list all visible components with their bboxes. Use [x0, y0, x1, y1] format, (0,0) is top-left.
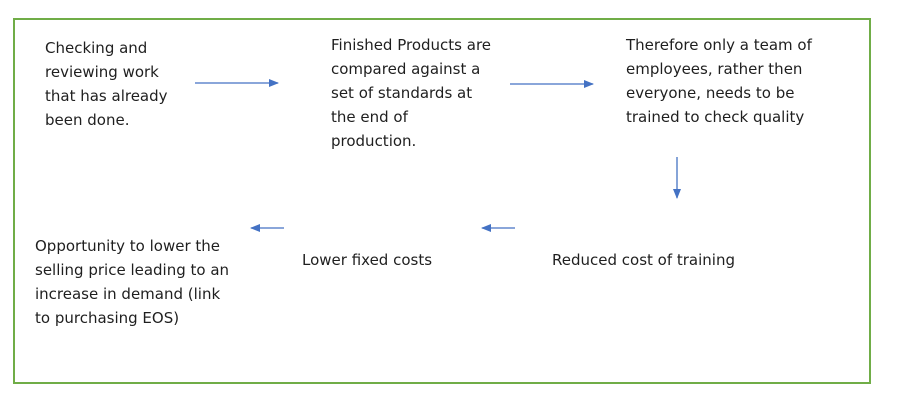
diagram-frame	[13, 18, 871, 384]
node-lower-fixed-costs: Lower fixed costs	[302, 251, 433, 269]
node-checking-work: Checking and reviewing work that has alr…	[45, 39, 168, 129]
node-finished-products: Finished Products are compared against a…	[331, 36, 492, 150]
node-reduced-training-cost: Reduced cost of training	[552, 251, 735, 269]
node-team-of-employees: Therefore only a team of employees, rath…	[626, 36, 812, 126]
node-lower-selling-price: Opportunity to lower the selling price l…	[35, 237, 230, 327]
